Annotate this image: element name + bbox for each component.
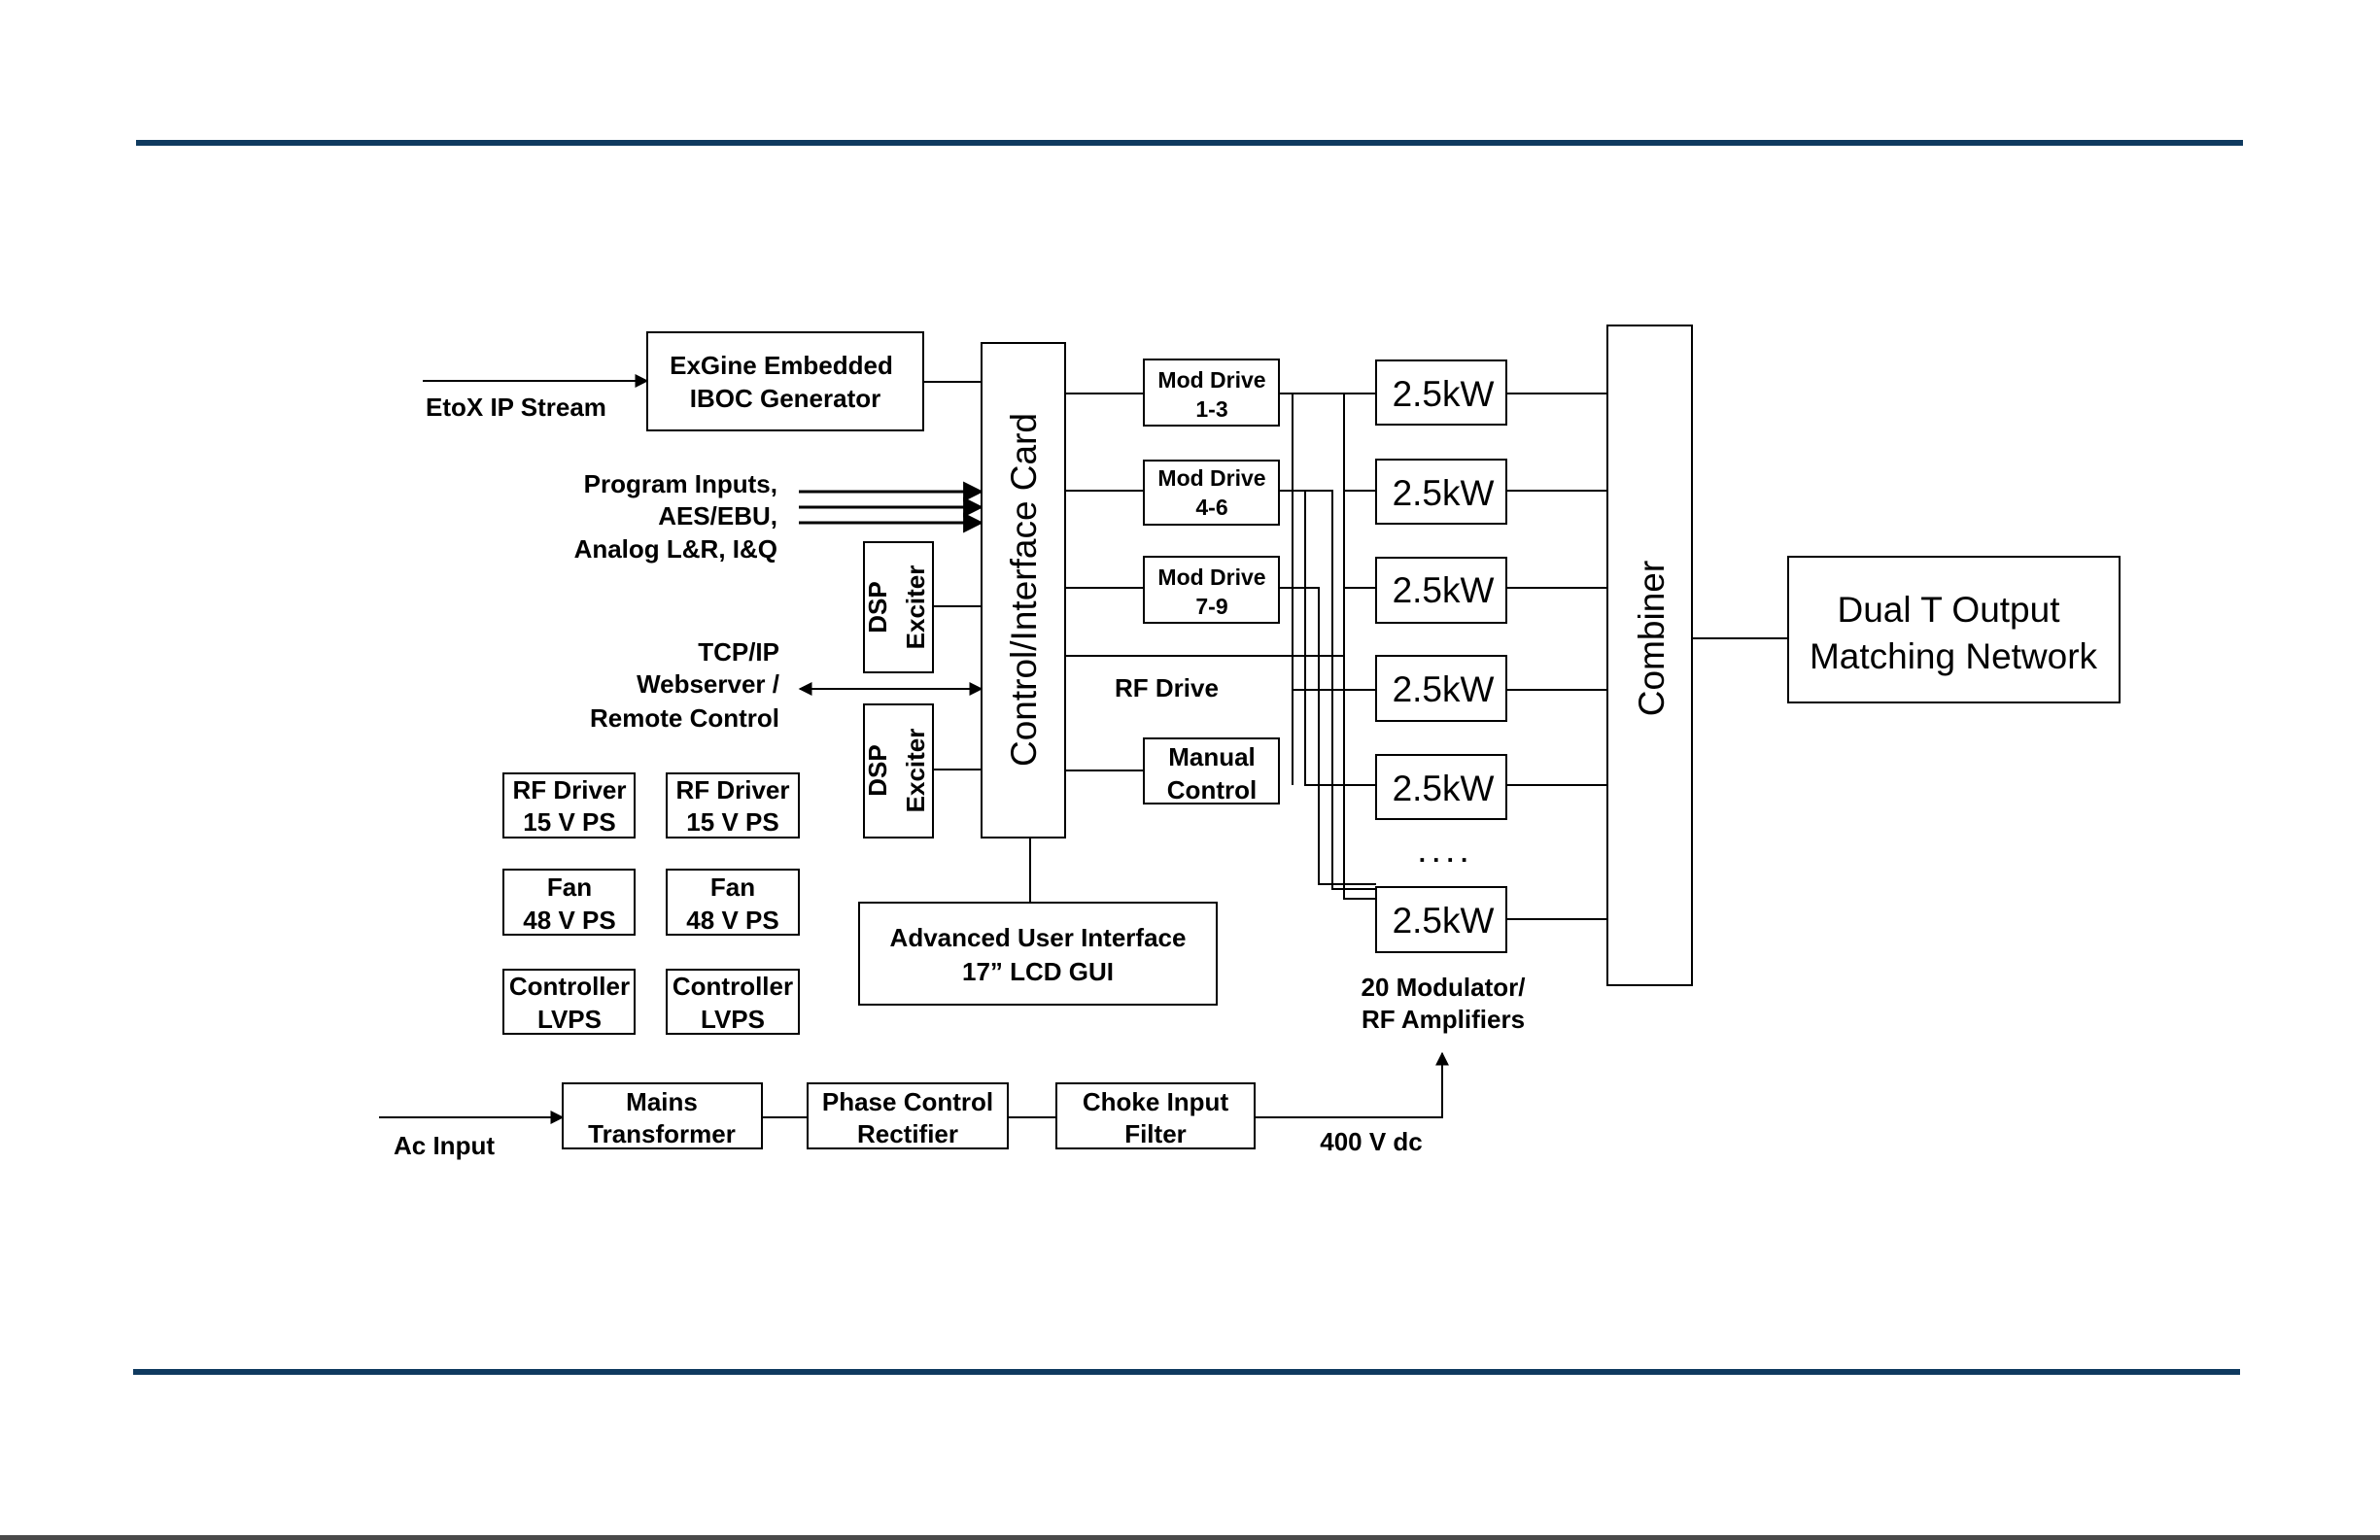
dsp-exciter-2-line-2: Exciter (901, 729, 930, 813)
controller-lvps-2-line-1: Controller (673, 972, 793, 1001)
program-inputs-line-2: AES/EBU, (658, 501, 777, 530)
phase-line-1: Phase Control (822, 1087, 993, 1116)
mod-drive-1-line-2: 1-3 (1195, 396, 1227, 422)
amplifier-20: 2.5kW (1375, 886, 1507, 953)
controller-lvps-1: Controller LVPS (502, 969, 636, 1035)
amplifier-2: 2.5kW (1375, 459, 1507, 525)
output-network-box: Dual T Output Matching Network (1787, 556, 2121, 703)
amplifier-ellipsis: . . . . (1419, 838, 1468, 868)
fan-ps-1-line-1: Fan (547, 873, 592, 902)
manual-control-line-2: Control (1167, 775, 1257, 804)
modulator-caption-line-2: RF Amplifiers (1362, 1005, 1525, 1034)
dsp-exciter-1: DSP Exciter (863, 541, 934, 673)
exgine-box: ExGine Embedded IBOC Generator (646, 331, 924, 431)
amplifier-3: 2.5kW (1375, 557, 1507, 624)
mod-drive-3-line-1: Mod Drive (1157, 565, 1265, 590)
amplifier-1: 2.5kW (1375, 359, 1507, 426)
rf-drive-label: RF Drive (1115, 673, 1219, 702)
tcpip-line-2: Webserver / (637, 669, 779, 699)
aui-line-2: 17” LCD GUI (962, 957, 1114, 986)
dsp-exciter-2: DSP Exciter (863, 703, 934, 838)
manual-control-box: Manual Control (1143, 737, 1280, 804)
mod-drive-1-line-1: Mod Drive (1157, 367, 1265, 393)
mod-drive-2-line-2: 4-6 (1195, 495, 1227, 520)
amplifier-4: 2.5kW (1375, 655, 1507, 722)
tcpip-line-3: Remote Control (590, 703, 779, 733)
combiner-label: Combiner (1632, 561, 1672, 716)
fan-ps-1-line-2: 48 V PS (523, 906, 615, 935)
controller-lvps-1-line-1: Controller (509, 972, 630, 1001)
manual-control-line-1: Manual (1168, 742, 1256, 771)
dsp-exciter-2-line-1: DSP (863, 744, 892, 796)
mains-line-1: Mains (626, 1087, 698, 1116)
amplifier-5: 2.5kW (1375, 754, 1507, 820)
mod-drive-bus (1279, 393, 1376, 900)
rf-driver-ps-2-line-1: RF Driver (675, 775, 789, 804)
fan-ps-2-line-1: Fan (710, 873, 755, 902)
exgine-line-2: IBOC Generator (690, 384, 881, 413)
mains-line-2: Transformer (588, 1119, 736, 1148)
dc-arrow (1255, 1051, 1449, 1118)
combiner-box: Combiner (1606, 325, 1693, 986)
mod-drive-3: Mod Drive 7-9 (1143, 556, 1280, 624)
ac-input-label: Ac Input (394, 1131, 495, 1160)
output-line-2: Matching Network (1810, 636, 2098, 676)
aui-line-1: Advanced User Interface (890, 923, 1187, 952)
mod-drive-2-line-1: Mod Drive (1157, 465, 1265, 491)
exgine-line-1: ExGine Embedded (670, 351, 893, 380)
program-inputs-line-1: Program Inputs, (584, 469, 777, 498)
controller-lvps-1-line-2: LVPS (537, 1005, 602, 1034)
amplifier-20-label: 2.5kW (1393, 901, 1495, 941)
mains-transformer-box: Mains Transformer (562, 1082, 763, 1149)
dsp-exciter-1-line-2: Exciter (901, 565, 930, 650)
amplifier-1-label: 2.5kW (1393, 374, 1495, 414)
mod-drive-1: Mod Drive 1-3 (1143, 359, 1280, 427)
phase-line-2: Rectifier (857, 1119, 958, 1148)
amplifier-3-label: 2.5kW (1393, 570, 1495, 610)
phase-control-box: Phase Control Rectifier (807, 1082, 1009, 1149)
fan-ps-2-line-2: 48 V PS (686, 906, 778, 935)
control-interface-card: Control/Interface Card (981, 342, 1066, 838)
mod-drive-3-line-2: 7-9 (1195, 594, 1227, 619)
etox-label: EtoX IP Stream (426, 393, 606, 422)
controller-lvps-2: Controller LVPS (666, 969, 800, 1035)
control-card-label: Control/Interface Card (1004, 413, 1044, 767)
rf-driver-ps-1-line-2: 15 V PS (523, 807, 615, 837)
fan-ps-1: Fan 48 V PS (502, 869, 636, 936)
amplifier-2-label: 2.5kW (1393, 473, 1495, 513)
amp-combiner-links (1506, 393, 1607, 920)
rf-driver-ps-2-line-2: 15 V PS (686, 807, 778, 837)
choke-line-2: Filter (1124, 1119, 1187, 1148)
choke-line-1: Choke Input (1083, 1087, 1229, 1116)
output-line-1: Dual T Output (1838, 590, 2061, 630)
rf-driver-ps-1-line-1: RF Driver (512, 775, 626, 804)
tcpip-line-1: TCP/IP (698, 637, 779, 667)
controller-lvps-2-line-2: LVPS (701, 1005, 765, 1034)
modulator-caption-line-1: 20 Modulator/ (1361, 973, 1525, 1002)
choke-filter-box: Choke Input Filter (1055, 1082, 1256, 1149)
fan-ps-2: Fan 48 V PS (666, 869, 800, 936)
amplifier-5-label: 2.5kW (1393, 769, 1495, 808)
dc-label: 400 V dc (1320, 1127, 1423, 1156)
bottom-strip (0, 1535, 2380, 1540)
rf-driver-ps-1: RF Driver 15 V PS (502, 772, 636, 838)
aui-box: Advanced User Interface 17” LCD GUI (858, 902, 1218, 1006)
dsp-exciter-1-line-1: DSP (863, 581, 892, 633)
mod-drive-2: Mod Drive 4-6 (1143, 460, 1280, 526)
program-inputs-line-3: Analog L&R, I&Q (574, 534, 777, 564)
rf-driver-ps-2: RF Driver 15 V PS (666, 772, 800, 838)
amplifier-4-label: 2.5kW (1393, 669, 1495, 709)
